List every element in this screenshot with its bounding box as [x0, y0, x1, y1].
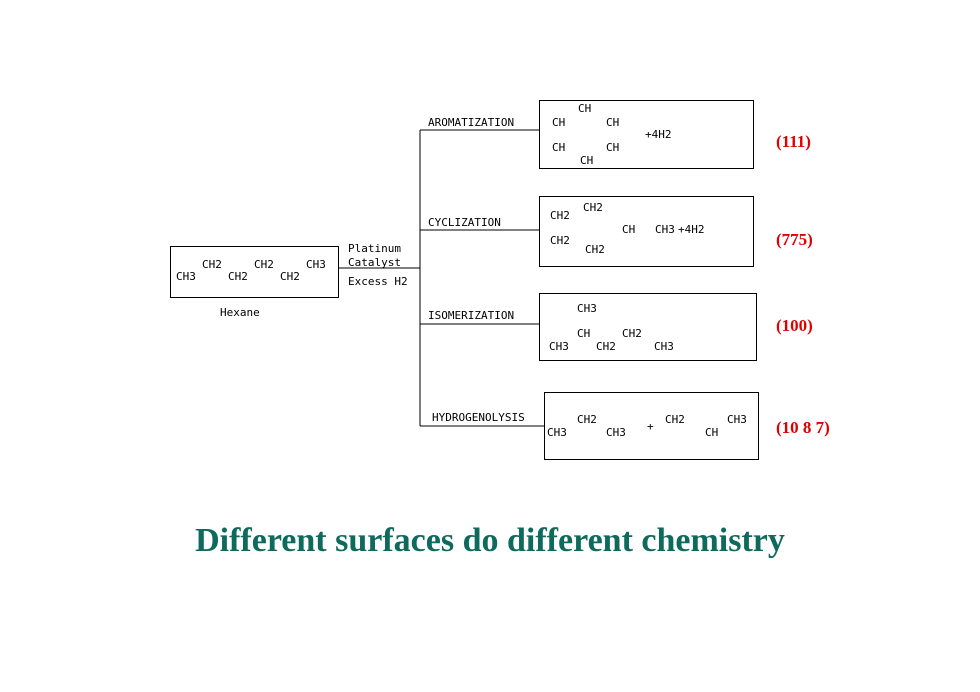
condition-catalyst: Catalyst [348, 256, 401, 269]
chain-atom: CH [577, 327, 591, 340]
hexane-atom: CH3 [176, 270, 196, 283]
reaction-label-aromatization: AROMATIZATION [428, 116, 515, 129]
reaction-label-hydrogenolysis: HYDROGENOLYSIS [432, 411, 525, 424]
hexane-atom: CH2 [254, 258, 274, 271]
ring-atom: CH3 [655, 223, 675, 236]
hexane-atom: CH2 [202, 258, 222, 271]
byproduct-h2: +4H2 [678, 223, 705, 236]
chain-atom: CH2 [596, 340, 616, 353]
ring-atom: CH2 [583, 201, 603, 214]
ring-atom: CH [552, 141, 566, 154]
hexane-label: Hexane [220, 306, 260, 319]
chain-atom: CH2 [622, 327, 642, 340]
ring-atom: CH2 [550, 209, 570, 222]
hexane-atom: CH2 [228, 270, 248, 283]
ring-atom: CH2 [550, 234, 570, 247]
ring-atom: CH [552, 116, 566, 129]
ring-atom: CH [606, 116, 620, 129]
hexane-atom: CH2 [280, 270, 300, 283]
hexane-atom: CH3 [306, 258, 326, 271]
ring-atom: CH [578, 102, 592, 115]
surface-label-111: (111) [776, 132, 811, 151]
byproduct-h2: +4H2 [645, 128, 672, 141]
ring-atom: CH [622, 223, 636, 236]
ring-atom: CH [580, 154, 594, 167]
ring-atom: CH2 [585, 243, 605, 256]
surface-label-100: (100) [776, 316, 813, 335]
chain-atom: CH3 [547, 426, 567, 439]
chain-atom: CH3 [606, 426, 626, 439]
product-box-hydrogenolysis [544, 392, 759, 460]
chain-atom: CH3 [727, 413, 747, 426]
chain-atom: CH2 [665, 413, 685, 426]
headline: Different surfaces do different chemistr… [195, 522, 785, 559]
hexane-box [170, 246, 339, 298]
condition-excess-h2: Excess H2 [348, 275, 408, 288]
plus-sign: + [647, 420, 654, 433]
reaction-label-isomerization: ISOMERIZATION [428, 309, 515, 322]
chain-atom: CH [705, 426, 719, 439]
reaction-label-cyclization: CYCLIZATION [428, 216, 501, 229]
chain-atom: CH3 [654, 340, 674, 353]
product-box-isomerization [539, 293, 757, 361]
chain-atom: CH3 [549, 340, 569, 353]
surface-label-10-8-7: (10 8 7) [776, 418, 830, 437]
chain-atom: CH2 [577, 413, 597, 426]
ring-atom: CH [606, 141, 620, 154]
chain-atom: CH3 [577, 302, 597, 315]
product-box-aromatization [539, 100, 754, 169]
condition-platinum: Platinum [348, 242, 401, 255]
surface-label-775: (775) [776, 230, 813, 249]
product-box-cyclization [539, 196, 754, 267]
